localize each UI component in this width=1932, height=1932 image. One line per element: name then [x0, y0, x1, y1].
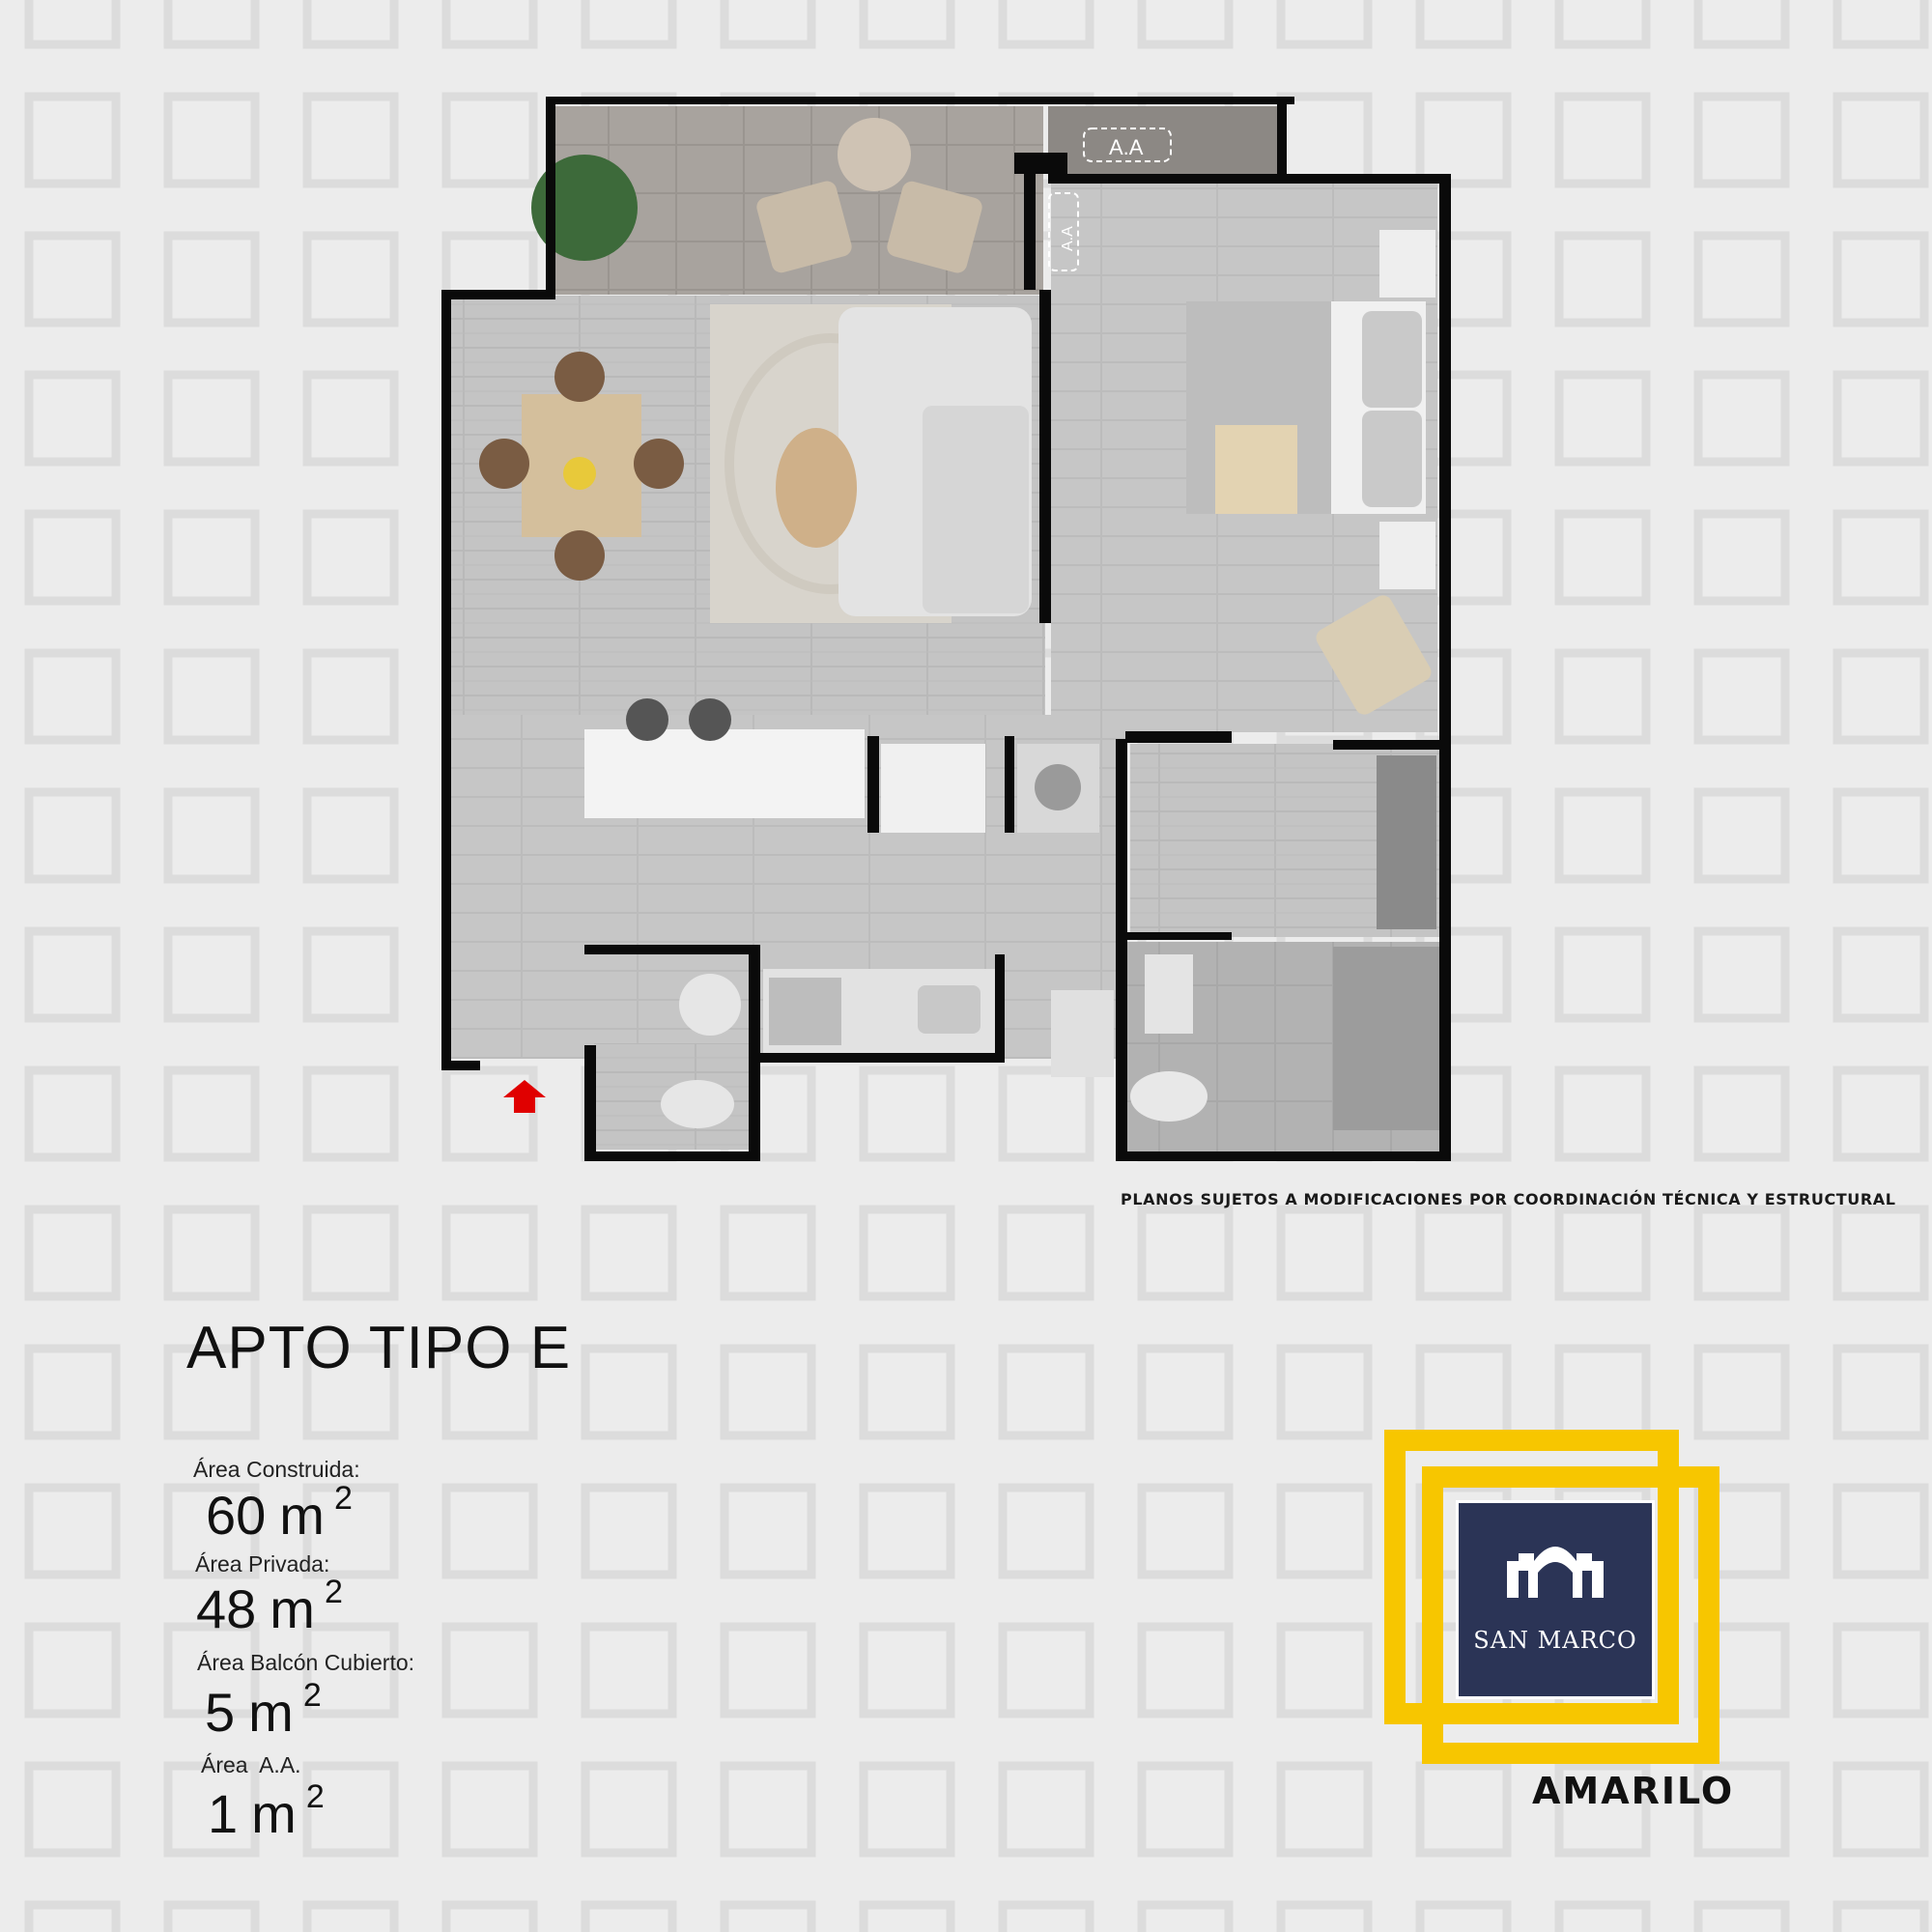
wall-wc-top [584, 945, 758, 954]
aa-tag-vertical: A.A [1048, 192, 1079, 271]
dining-chair-bottom [554, 530, 605, 581]
pillow-2 [1362, 411, 1422, 507]
area-number: 60 [206, 1485, 267, 1546]
wall-balcony-right [1277, 97, 1287, 176]
area-unit: m [279, 1485, 325, 1546]
shower [1333, 947, 1439, 1130]
wall-bedroom-top [1048, 174, 1449, 184]
washer-drum [1035, 764, 1081, 810]
bar-stool-2 [689, 698, 731, 741]
walls [441, 97, 1451, 1161]
wall-utility-left [867, 736, 879, 833]
wall-shaft [1014, 153, 1067, 174]
aa-tag-balcony-text: A.A [1109, 135, 1144, 159]
area-unit: m [251, 1783, 297, 1844]
wall-bath-bottom [1116, 1151, 1449, 1161]
closet [1377, 755, 1436, 929]
aa-tag-vertical-text: A.A [1060, 226, 1076, 251]
bed-throw [1215, 425, 1297, 514]
area-exponent: 2 [333, 1480, 353, 1518]
wall-bottom-left [441, 1061, 480, 1070]
balcony-chair-2 [887, 181, 982, 273]
logo-frame-inner [1422, 1466, 1719, 1764]
area-number: 48 [196, 1578, 257, 1639]
wall-wc-bottom [584, 1151, 758, 1161]
kitchen-island [584, 729, 865, 818]
aa-tag-balcony: A.A [1083, 128, 1172, 162]
area-label-balcon: Área Balcón Cubierto: [197, 1650, 415, 1675]
wc-toilet [661, 1080, 734, 1128]
area-number: 1 [208, 1783, 239, 1844]
pillow-1 [1362, 311, 1422, 408]
wall-balcony-left [546, 97, 555, 299]
wall-bath-top [1125, 932, 1232, 940]
dining-chair-top [554, 352, 605, 402]
wall-shaft-v [1024, 174, 1036, 290]
area-number: 5 [205, 1682, 236, 1743]
kitchen-sink [918, 985, 980, 1034]
logo-name: SAN MARCO [1473, 1627, 1637, 1654]
wall-living-bedroom [1039, 290, 1051, 623]
balcony-plant [531, 155, 638, 261]
fruit-bowl [563, 457, 596, 490]
brand-name: AMARILO [1532, 1770, 1735, 1812]
wall-hall-left [1116, 739, 1127, 1161]
dining-chair-right [634, 439, 684, 489]
bath-toilet [1130, 1071, 1208, 1122]
stove [769, 978, 841, 1045]
armchair [1316, 595, 1432, 715]
laundry-sink [1051, 990, 1114, 1077]
building-arch-icon [1507, 1547, 1604, 1598]
wall-wc-right [749, 945, 760, 1161]
area-unit: m [248, 1682, 294, 1743]
area-exponent: 2 [302, 1677, 322, 1715]
area-label-construida: Área Construida: [193, 1457, 360, 1482]
fridge [881, 744, 985, 833]
bar-stool-1 [626, 698, 668, 741]
wall-kitchen-right [995, 954, 1005, 1061]
entrance-arrow-icon [503, 1080, 546, 1113]
wall-wc-left [584, 1045, 596, 1161]
wall-kitchen-bottom [749, 1053, 1005, 1063]
page-title: APTO TIPO E [186, 1315, 572, 1381]
coffee-table [776, 428, 857, 548]
area-label-privada: Área Privada: [195, 1551, 330, 1577]
wc-sink [679, 974, 741, 1036]
furniture [479, 118, 1439, 1130]
wall-bedroom-bottom-right [1333, 740, 1441, 750]
balcony-chair-1 [756, 181, 852, 273]
area-exponent: 2 [324, 1574, 343, 1611]
area-label-aa: Área A.A. [201, 1752, 301, 1777]
dining-chair-left [479, 439, 529, 489]
wall-right [1439, 174, 1451, 1161]
wall-balcony-top [546, 97, 1294, 104]
area-exponent: 2 [305, 1778, 325, 1816]
bath-vanity [1145, 954, 1193, 1034]
sofa-seat [923, 406, 1029, 613]
disclaimer: PLANOS SUJETOS A MODIFICACIONES POR COOR… [1121, 1190, 1896, 1208]
wall-top-living [441, 290, 555, 299]
wall-bedroom-bottom-left [1125, 731, 1232, 743]
aa-balcony-floor [1048, 106, 1280, 174]
wall-utility-mid [1005, 736, 1014, 833]
balcony-stool [838, 118, 911, 191]
logo-frame-outer [1384, 1430, 1679, 1724]
area-unit: m [270, 1578, 315, 1639]
nightstand-top [1379, 230, 1435, 298]
nightstand-bottom [1379, 522, 1435, 589]
wall-left [441, 290, 451, 1070]
san-marco-logo: SAN MARCO [1456, 1500, 1655, 1699]
